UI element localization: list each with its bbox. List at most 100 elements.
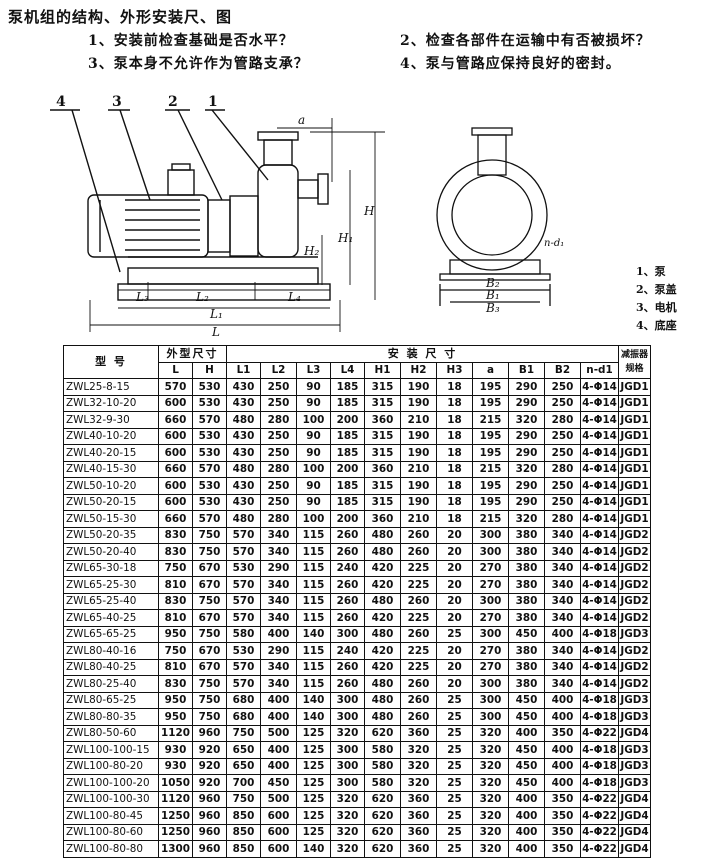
column-header: L1 <box>226 361 261 379</box>
table-cell: 340 <box>544 576 581 594</box>
table-cell: 850 <box>226 807 261 825</box>
table-cell: 4-Φ22 <box>580 807 619 825</box>
table-cell: 250 <box>260 444 297 462</box>
table-cell: JGD3 <box>618 757 651 775</box>
pump-side-view <box>436 127 551 306</box>
dim-H1: H₁ <box>337 231 353 245</box>
table-cell: 810 <box>158 576 193 594</box>
table-cell: 290 <box>508 378 545 396</box>
table-cell: 190 <box>400 493 437 511</box>
table-cell: 660 <box>158 411 193 429</box>
model-cell: ZWL25-8-15 <box>63 378 159 396</box>
table-cell: 250 <box>544 394 581 412</box>
table-cell: 620 <box>364 823 401 841</box>
table-cell: 570 <box>226 543 261 561</box>
table-cell: 570 <box>158 378 193 396</box>
table-cell: 185 <box>330 427 365 445</box>
callout-3: 3 <box>112 94 122 110</box>
table-cell: 360 <box>400 724 437 742</box>
table-cell: 650 <box>226 741 261 759</box>
table-cell: 20 <box>436 609 473 627</box>
table-cell: 480 <box>364 675 401 693</box>
column-header: B1 <box>508 361 545 379</box>
note-2: 2、检查各部件在运输中有否被损坏？ <box>400 33 651 49</box>
table-cell: 750 <box>192 526 227 544</box>
table-cell: 190 <box>400 394 437 412</box>
table-cell: 340 <box>544 592 581 610</box>
table-cell: 530 <box>192 444 227 462</box>
legend-3: 3、电机 <box>636 301 677 314</box>
table-cell: JGD1 <box>618 427 651 445</box>
table-cell: 280 <box>544 411 581 429</box>
table-cell: JGD2 <box>618 559 651 577</box>
table-cell: 90 <box>296 493 331 511</box>
table-cell: 380 <box>508 543 545 561</box>
table-cell: 400 <box>508 724 545 742</box>
table-cell: 340 <box>544 609 581 627</box>
table-cell: 960 <box>192 823 227 841</box>
table-cell: JGD2 <box>618 543 651 561</box>
callout-4: 4 <box>56 94 66 110</box>
table-cell: 300 <box>472 592 509 610</box>
table-cell: 300 <box>472 691 509 709</box>
table-cell: JGD2 <box>618 526 651 544</box>
table-cell: 260 <box>400 691 437 709</box>
header-damper-label: 减振器 <box>620 350 648 360</box>
table-cell: 480 <box>364 708 401 726</box>
table-cell: 400 <box>544 757 581 775</box>
table-cell: 20 <box>436 543 473 561</box>
table-cell: 580 <box>364 757 401 775</box>
table-cell: 195 <box>472 493 509 511</box>
model-cell: ZWL40-15-30 <box>63 460 159 478</box>
table-cell: JGD4 <box>618 790 651 808</box>
table-cell: 4-Φ14 <box>580 576 619 594</box>
table-cell: 380 <box>508 658 545 676</box>
table-cell: JGD2 <box>618 609 651 627</box>
table-cell: 600 <box>260 807 297 825</box>
table-cell: 215 <box>472 411 509 429</box>
table-cell: 1250 <box>158 823 193 841</box>
table-cell: 125 <box>296 724 331 742</box>
table-cell: 290 <box>260 559 297 577</box>
table-cell: JGD4 <box>618 823 651 841</box>
table-cell: 620 <box>364 807 401 825</box>
table-cell: 250 <box>260 427 297 445</box>
dim-nd1: n-d₁ <box>544 238 564 249</box>
table-cell: 315 <box>364 477 401 495</box>
table-cell: 670 <box>192 642 227 660</box>
table-cell: 530 <box>226 642 261 660</box>
column-header: L2 <box>260 361 297 379</box>
table-cell: 25 <box>436 757 473 775</box>
table-cell: 400 <box>544 741 581 759</box>
table-cell: 340 <box>544 559 581 577</box>
table-cell: 670 <box>192 559 227 577</box>
table-cell: 320 <box>472 774 509 792</box>
table-cell: 20 <box>436 675 473 693</box>
table-cell: 90 <box>296 378 331 396</box>
table-cell: 20 <box>436 526 473 544</box>
column-header: B2 <box>544 361 581 379</box>
table-cell: 400 <box>260 741 297 759</box>
table-cell: 530 <box>192 427 227 445</box>
table-cell: 600 <box>158 444 193 462</box>
table-cell: 320 <box>472 840 509 858</box>
table-cell: 340 <box>544 675 581 693</box>
table-cell: 140 <box>296 708 331 726</box>
table-cell: 215 <box>472 510 509 528</box>
table-cell: 340 <box>544 526 581 544</box>
header-install: 安 装 尺 寸 <box>226 345 619 363</box>
table-cell: 480 <box>364 543 401 561</box>
dim-L1: L₁ <box>209 307 223 321</box>
table-cell: 140 <box>296 691 331 709</box>
table-cell: 320 <box>400 774 437 792</box>
table-cell: 600 <box>260 840 297 858</box>
table-cell: 850 <box>226 823 261 841</box>
table-cell: 20 <box>436 559 473 577</box>
table-cell: 4-Φ14 <box>580 642 619 660</box>
header-model: 型 号 <box>63 345 159 379</box>
table-cell: 430 <box>226 378 261 396</box>
model-cell: ZWL80-25-40 <box>63 675 159 693</box>
table-cell: 320 <box>330 724 365 742</box>
